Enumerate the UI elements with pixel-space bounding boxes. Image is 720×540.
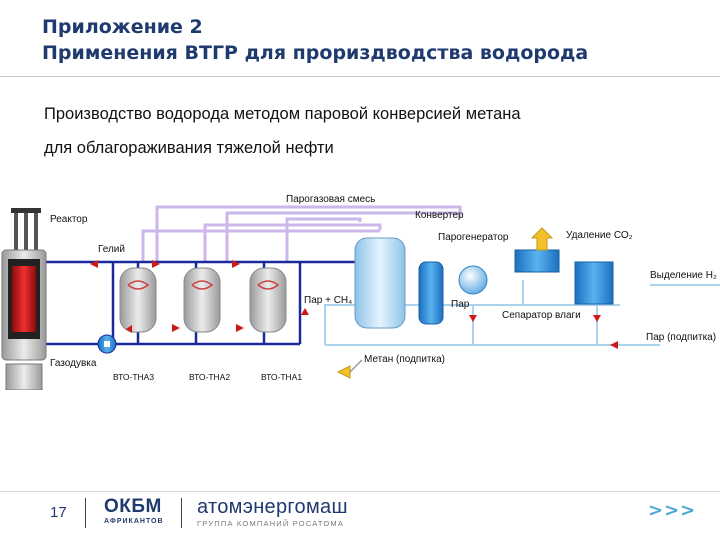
atomenergomash-logo: атомэнергомаш ГРУППА КОМПАНИЙ РОСАТОМА (197, 496, 348, 528)
label-converter: Конвертер (415, 210, 464, 221)
slide-title: Приложение 2 Применения ВТГР для проризд… (42, 14, 588, 66)
okbm-logo: ОКБМ АФРИКАНТОВ (104, 496, 164, 525)
label-steam: Пар (451, 299, 470, 310)
label-gas-mix: Парогазовая смесь (286, 194, 375, 205)
footer-divider (0, 491, 720, 492)
methane-valve-icon (336, 359, 363, 379)
label-steam-feed: Пар (подпитка) (646, 332, 716, 343)
label-steam-ch4: Пар + CH₄ (304, 295, 352, 306)
label-blower: Газодувка (50, 358, 97, 369)
label-h2-output: Выделение H₂ (650, 270, 717, 281)
gas-pipes (141, 205, 462, 262)
steam-generator-icon (418, 261, 444, 325)
atomenergomash-logo-main: атомэнергомаш (197, 496, 348, 518)
label-separator: Сепаратор влаги (502, 310, 581, 321)
reactor-vessel-icon (1, 208, 47, 390)
blower-icon (97, 334, 117, 354)
page-number: 17 (50, 504, 67, 521)
okbm-logo-sub: АФРИКАНТОВ (104, 518, 164, 525)
footer-separator (181, 498, 182, 528)
label-hx3: ВТО-ТНА3 (113, 372, 154, 382)
label-helium: Гелий (98, 244, 125, 255)
footer-separator (85, 498, 86, 528)
separator-icon (458, 265, 488, 295)
label-hx2: ВТО-ТНА2 (189, 372, 230, 382)
heat-exchanger-icon (119, 267, 287, 333)
label-methane-feed: Метан (подпитка) (364, 354, 445, 365)
label-steam-generator: Парогенератор (438, 232, 509, 243)
okbm-logo-main: ОКБМ (104, 496, 162, 517)
label-co2-removal: Удаление СО₂ (566, 230, 633, 241)
process-diagram: Парогазовая смесь Реактор Конвертер Паро… (1, 194, 720, 390)
flow-arrows (90, 260, 618, 349)
co2-removal-icon (514, 227, 614, 305)
subtitle-line-1: Производство водорода методом паровой ко… (44, 105, 521, 123)
title-divider (0, 76, 720, 77)
title-line-1: Приложение 2 (42, 16, 203, 38)
label-reactor: Реактор (50, 214, 88, 225)
converter-icon (354, 237, 406, 329)
subtitle: Производство водорода методом паровой ко… (44, 97, 521, 165)
title-line-2: Применения ВТГР для прориздводства водор… (42, 42, 589, 64)
subtitle-line-2: для облагораживания тяжелой нефти (44, 139, 334, 157)
atomenergomash-logo-sub: ГРУППА КОМПАНИЙ РОСАТОМА (197, 519, 345, 528)
label-hx1: ВТО-ТНА1 (261, 372, 302, 382)
next-slide-arrows[interactable]: >>> (648, 500, 697, 521)
